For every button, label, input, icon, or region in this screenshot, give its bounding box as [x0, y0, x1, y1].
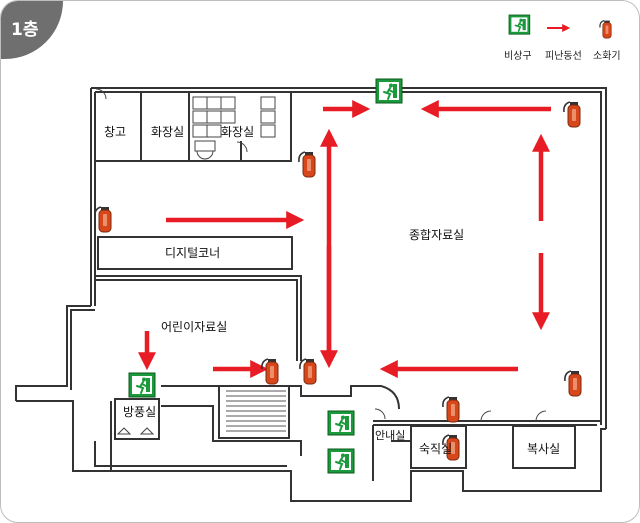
legend-route-label: 피난동선 [545, 51, 582, 62]
fire-extinguisher-icon [563, 101, 581, 128]
wall-outlines [15, 87, 607, 502]
door-swings [95, 88, 547, 435]
emergency-exit-icon [128, 372, 156, 398]
room-label-info: 안내실 [375, 429, 405, 442]
fire-extinguisher-icon [299, 358, 317, 385]
staircase [226, 390, 286, 432]
fire-extinguisher-icon [564, 370, 582, 397]
room-label-main-room: 종합자료실 [409, 228, 464, 242]
room-label-restroom-2: 화장실 [221, 125, 254, 139]
fire-extinguisher-icon [442, 396, 460, 423]
room-label-night-duty: 숙직실 [419, 442, 452, 456]
room-label-restroom-1: 화장실 [151, 125, 184, 139]
evacuation-routes [138, 100, 551, 378]
legend-exit-label: 비상구 [504, 51, 532, 62]
fire-extinguisher-icon [298, 151, 316, 178]
room-label-children-room: 어린이자료실 [161, 320, 227, 334]
room-label-digital-corner: 디지털코너 [165, 246, 220, 260]
emergency-exit-icon [327, 448, 355, 474]
room-label-fire-room: 방풍실 [123, 405, 156, 419]
floor-badge: 1층 [1, 1, 63, 59]
legend-extinguisher-icon [599, 20, 612, 39]
fire-extinguisher-icon [261, 358, 279, 385]
room-label-storage: 창고 [104, 125, 126, 139]
room-label-copy-room: 복사실 [527, 442, 560, 456]
restroom-stalls [192, 96, 276, 160]
fire-extinguisher-icon [94, 206, 112, 233]
legend-exit-icon [508, 14, 531, 36]
emergency-exit-icon [327, 410, 355, 436]
emergency-exit-icon [375, 78, 403, 104]
legend-extinguisher-label: 소화기 [593, 51, 621, 62]
floor-label: 1층 [11, 20, 39, 40]
